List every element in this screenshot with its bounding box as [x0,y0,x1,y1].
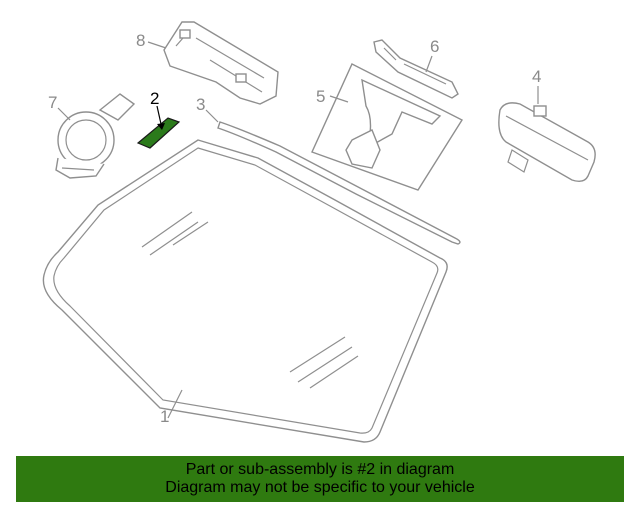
windshield-molding[interactable] [217,121,461,245]
rearview-mirror[interactable] [498,102,596,183]
diagram-svg: 1 2 3 4 5 6 7 [42,21,596,443]
trim-cover[interactable] [373,39,459,99]
adhesive-pad[interactable] [136,117,181,149]
callout-3: 3 [196,95,205,114]
callout-1: 1 [160,407,169,426]
windshield-glass[interactable] [42,139,448,443]
leader-line-8 [147,41,167,49]
callout-6: 6 [430,37,439,56]
info-banner: Part or sub-assembly is #2 in diagram Di… [16,456,624,502]
leader-line-3 [205,109,219,123]
camera-bracket[interactable] [163,21,279,105]
callout-4: 4 [532,67,541,86]
leader-line-5 [329,95,349,103]
callout-5: 5 [316,87,325,106]
callout-8: 8 [136,31,145,50]
callout-7: 7 [48,93,57,112]
leader-line-7 [57,107,71,121]
banner-line-2: Diagram may not be specific to your vehi… [165,479,475,496]
leader-arrow-2 [157,123,165,130]
mount-bracket[interactable] [311,63,464,191]
leader-line-6 [425,55,433,73]
callout-2: 2 [150,89,159,108]
leader-line-1 [167,389,183,419]
rain-sensor[interactable] [55,93,136,179]
leader-line-2 [156,105,162,125]
banner-line-1: Part or sub-assembly is #2 in diagram [185,461,455,478]
parts-diagram: 1 2 3 4 5 6 7 [42,21,596,443]
